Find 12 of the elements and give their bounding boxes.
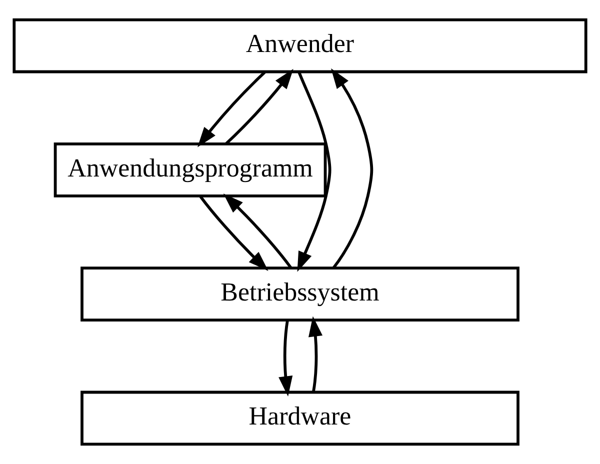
arrow xyxy=(199,196,268,271)
arrow xyxy=(225,68,294,145)
arrow xyxy=(197,71,266,148)
node-box: Hardware xyxy=(80,390,520,446)
arrow xyxy=(330,68,374,269)
node-box: Anwender xyxy=(12,18,588,74)
node-box: Anwendungsprogramm xyxy=(54,142,327,198)
node-box: Betriebssystem xyxy=(80,266,520,322)
arrow xyxy=(278,320,293,396)
arrow xyxy=(223,193,292,269)
arrow xyxy=(308,316,323,392)
arrow xyxy=(297,71,332,272)
